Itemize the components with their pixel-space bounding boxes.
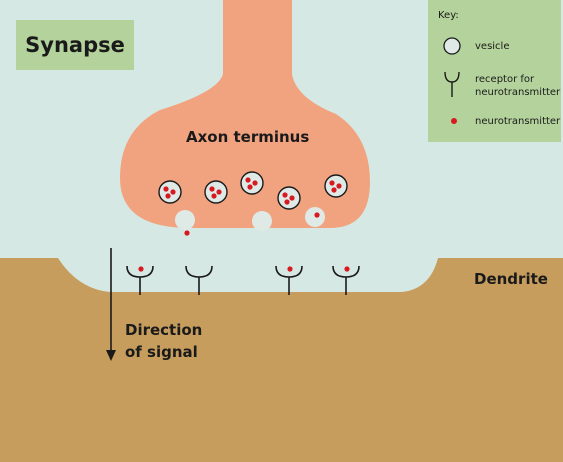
vesicle (324, 174, 348, 198)
vesicle (158, 180, 182, 204)
receptor (126, 265, 154, 295)
axon-terminus-label: Axon terminus (186, 128, 310, 146)
neurotransmitter-dot (287, 266, 293, 272)
vesicle (240, 171, 264, 195)
title-box (16, 20, 134, 70)
fusing-vesicle (175, 210, 195, 230)
axon-terminus-shape (120, 0, 370, 228)
direction-arrow (106, 248, 116, 361)
fusing-vesicle (252, 211, 272, 231)
dendrite-label: Dendrite (474, 270, 548, 288)
key-vesicle-label: vesicle (475, 41, 510, 52)
receptor (332, 265, 360, 295)
receptor (185, 265, 213, 295)
neurotransmitter-dot (138, 266, 144, 272)
key-receptor-label-line2: neurotransmitter (475, 87, 561, 98)
diagram-title: Synapse (25, 33, 125, 57)
neurotransmitter-dot (314, 212, 320, 218)
direction-label-line2: of signal (125, 343, 198, 361)
receptor (275, 265, 303, 295)
key-neurotransmitter-label: neurotransmitter (475, 116, 561, 127)
key-panel (428, 0, 561, 142)
neurotransmitter-dot (184, 230, 190, 236)
fusing-vesicle (305, 207, 325, 227)
key-heading: Key: (438, 10, 459, 21)
vesicle (204, 180, 228, 204)
key-receptor-label-line1: receptor for (475, 74, 535, 85)
dendrite-shape (0, 258, 563, 462)
vesicle (277, 186, 301, 210)
direction-label-line1: Direction (125, 321, 203, 339)
neurotransmitter-dot (344, 266, 350, 272)
